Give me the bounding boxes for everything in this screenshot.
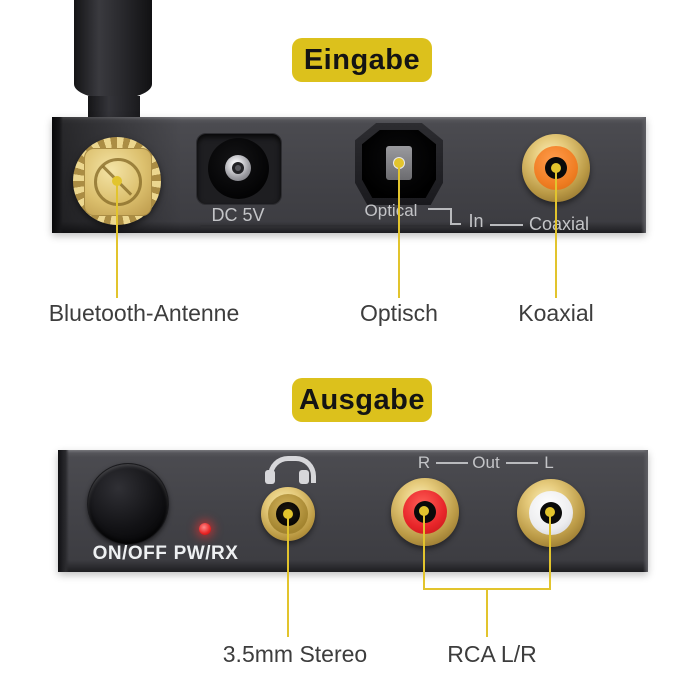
dc-5v-label: DC 5V <box>211 205 265 225</box>
callout-line-rca-stem <box>486 590 488 637</box>
output-badge-label: Ausgabe <box>299 383 425 416</box>
power-rx-led <box>199 523 211 535</box>
panel-connector-line <box>506 462 538 464</box>
rca-left-port <box>517 479 585 547</box>
panel-connector-line <box>428 208 452 210</box>
coaxial-port-label: Coaxial <box>528 214 590 234</box>
headphones-icon-cup <box>265 470 275 484</box>
rca-out-label: Out <box>472 453 500 472</box>
antenna-connector-engraving <box>94 158 142 206</box>
bluetooth-antenna <box>74 0 152 99</box>
callout-label-coaxial: Koaxial <box>518 300 594 326</box>
input-badge-label: Eingabe <box>303 43 421 76</box>
callout-line-antenna <box>116 181 118 298</box>
panel-connector-line <box>450 208 452 225</box>
headphones-icon-cup <box>299 470 309 484</box>
dc-power-pin-hole <box>232 162 244 174</box>
input-section-badge: Eingabe <box>292 38 432 82</box>
callout-line-jack <box>287 514 289 637</box>
dc-power-socket <box>208 138 269 199</box>
callout-line-optical <box>398 163 400 298</box>
panel-bevel <box>52 117 646 120</box>
rca-left-label: L <box>544 453 554 472</box>
callout-line-coaxial <box>555 168 557 298</box>
power-button-label: ON/OFF <box>92 543 168 564</box>
panel-connector-line <box>450 223 461 225</box>
callout-label-rca: RCA L/R <box>447 641 537 667</box>
in-label: In <box>468 211 484 231</box>
callout-label-bluetooth-antenna: Bluetooth-Antenne <box>48 300 240 326</box>
rca-right-label: R <box>417 453 431 472</box>
power-button <box>87 463 169 545</box>
panel-bevel <box>58 450 648 453</box>
dc-power-pin <box>235 165 241 171</box>
panel-edge <box>58 450 69 572</box>
panel-connector-line <box>490 224 523 226</box>
callout-line-rca-right <box>423 511 425 590</box>
panel-connector-line <box>436 462 468 464</box>
optical-port-label: Optical <box>364 201 418 220</box>
output-section-badge: Ausgabe <box>292 378 432 422</box>
panel-edge <box>643 450 648 572</box>
headphones-icon <box>268 456 316 483</box>
led-label: PW/RX <box>173 543 239 564</box>
callout-line-rca-left <box>549 512 551 590</box>
panel-edge <box>641 117 646 233</box>
callout-label-optical: Optisch <box>360 300 438 326</box>
dc-power-pin-ring <box>225 155 251 181</box>
callout-bracket-rca <box>423 588 551 590</box>
callout-label-jack: 3.5mm Stereo <box>222 641 368 667</box>
panel-seam <box>200 225 450 228</box>
dc-power-port <box>196 133 282 205</box>
